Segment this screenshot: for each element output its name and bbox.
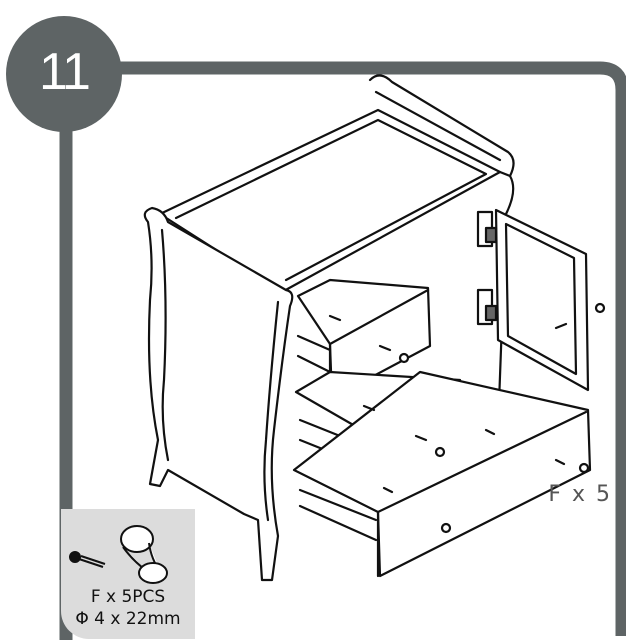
fastener-count-label: F x 5 <box>548 482 612 507</box>
hardware-icons <box>69 525 168 584</box>
knob-icon <box>120 525 168 584</box>
dresser-drawing <box>143 74 606 582</box>
screw-icon <box>69 551 106 568</box>
hardware-panel: F x 5PCS Φ 4 x 22mm <box>61 509 195 639</box>
hardware-quantity: F x 5PCS <box>90 587 166 607</box>
step-number-badge: 11 <box>6 16 122 132</box>
hardware-size: Φ 4 x 22mm <box>75 609 181 629</box>
